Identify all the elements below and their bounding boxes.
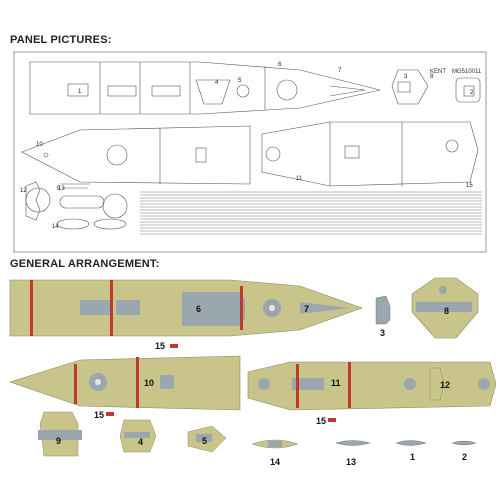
- fret-num-1: 1: [78, 89, 82, 95]
- fret-code: MG510011: [452, 69, 482, 75]
- fret-frame: [13, 51, 487, 253]
- ga-label-2: 2: [462, 452, 467, 462]
- ga-part-8: [411, 277, 479, 339]
- fret-part-mid-deck: [261, 121, 479, 187]
- pe-rail-strips: [140, 191, 482, 235]
- ga-mid-deck: [247, 361, 497, 411]
- fret-num-15: 15: [466, 183, 473, 189]
- ga-part-9: [38, 411, 82, 457]
- ga-label-14: 14: [270, 457, 280, 467]
- ga-red-stripe: [348, 362, 351, 408]
- fret-num-4: 4: [215, 80, 219, 86]
- ga-part-15-tag: [106, 412, 114, 416]
- ga-red-stripe: [240, 286, 243, 330]
- fret-num-11: 11: [296, 176, 303, 182]
- ga-label-7: 7: [304, 304, 309, 314]
- general-arrangement-heading: GENERAL ARRANGEMENT:: [10, 258, 160, 270]
- ga-part-14: [251, 439, 299, 449]
- ga-label-5: 5: [202, 436, 207, 446]
- ga-part-3: [375, 295, 391, 325]
- ga-label-3: 3: [380, 328, 385, 338]
- fret-num-5: 5: [238, 78, 242, 84]
- ga-red-stripe: [30, 280, 33, 336]
- ga-label-15c: 15: [316, 416, 326, 426]
- fret-num-10: 10: [36, 142, 43, 148]
- fret-num-13: 13: [58, 186, 65, 192]
- ga-label-9: 9: [56, 436, 61, 446]
- fret-part-aft-deck: [21, 125, 251, 185]
- ga-forward-deck: [9, 279, 363, 337]
- ga-part-1: [395, 440, 427, 446]
- fret-brand: KENT: [430, 69, 446, 75]
- ga-label-11: 11: [331, 378, 341, 388]
- fret-num-6: 6: [278, 62, 282, 68]
- ga-part-4: [119, 419, 157, 453]
- fret-part-9: [25, 181, 41, 221]
- fret-num-9: 9: [57, 186, 61, 192]
- ga-red-stripe: [136, 357, 139, 408]
- ga-label-1: 1: [410, 452, 415, 462]
- ga-part-15-tag: [328, 418, 336, 422]
- fret-part-3: [391, 69, 429, 105]
- pe-fret: [13, 51, 487, 253]
- ga-label-4: 4: [138, 437, 143, 447]
- ga-aft-deck: [9, 355, 241, 411]
- ga-red-stripe: [74, 364, 77, 404]
- ga-label-10: 10: [144, 378, 154, 388]
- ga-part-15-tag: [170, 344, 178, 348]
- fret-num-8: 8: [430, 74, 434, 80]
- fret-part-forward-deck: [29, 61, 381, 115]
- ga-part-2: [451, 440, 477, 446]
- ga-label-6: 6: [196, 304, 201, 314]
- ga-red-stripe: [110, 280, 113, 336]
- ga-label-8: 8: [444, 306, 449, 316]
- ga-part-13: [335, 440, 371, 446]
- fret-num-3: 3: [404, 74, 408, 80]
- ga-label-12: 12: [440, 380, 450, 390]
- ga-label-13: 13: [346, 457, 356, 467]
- ga-label-15b: 15: [94, 410, 104, 420]
- ga-part-5: [187, 425, 227, 453]
- fret-num-12: 12: [20, 188, 27, 194]
- ga-label-15a: 15: [155, 341, 165, 351]
- fret-num-7: 7: [338, 68, 342, 74]
- fret-num-14: 14: [52, 224, 59, 230]
- panel-pictures-heading: PANEL PICTURES:: [10, 34, 112, 46]
- ga-red-stripe: [296, 364, 299, 408]
- fret-num-2: 2: [470, 90, 474, 96]
